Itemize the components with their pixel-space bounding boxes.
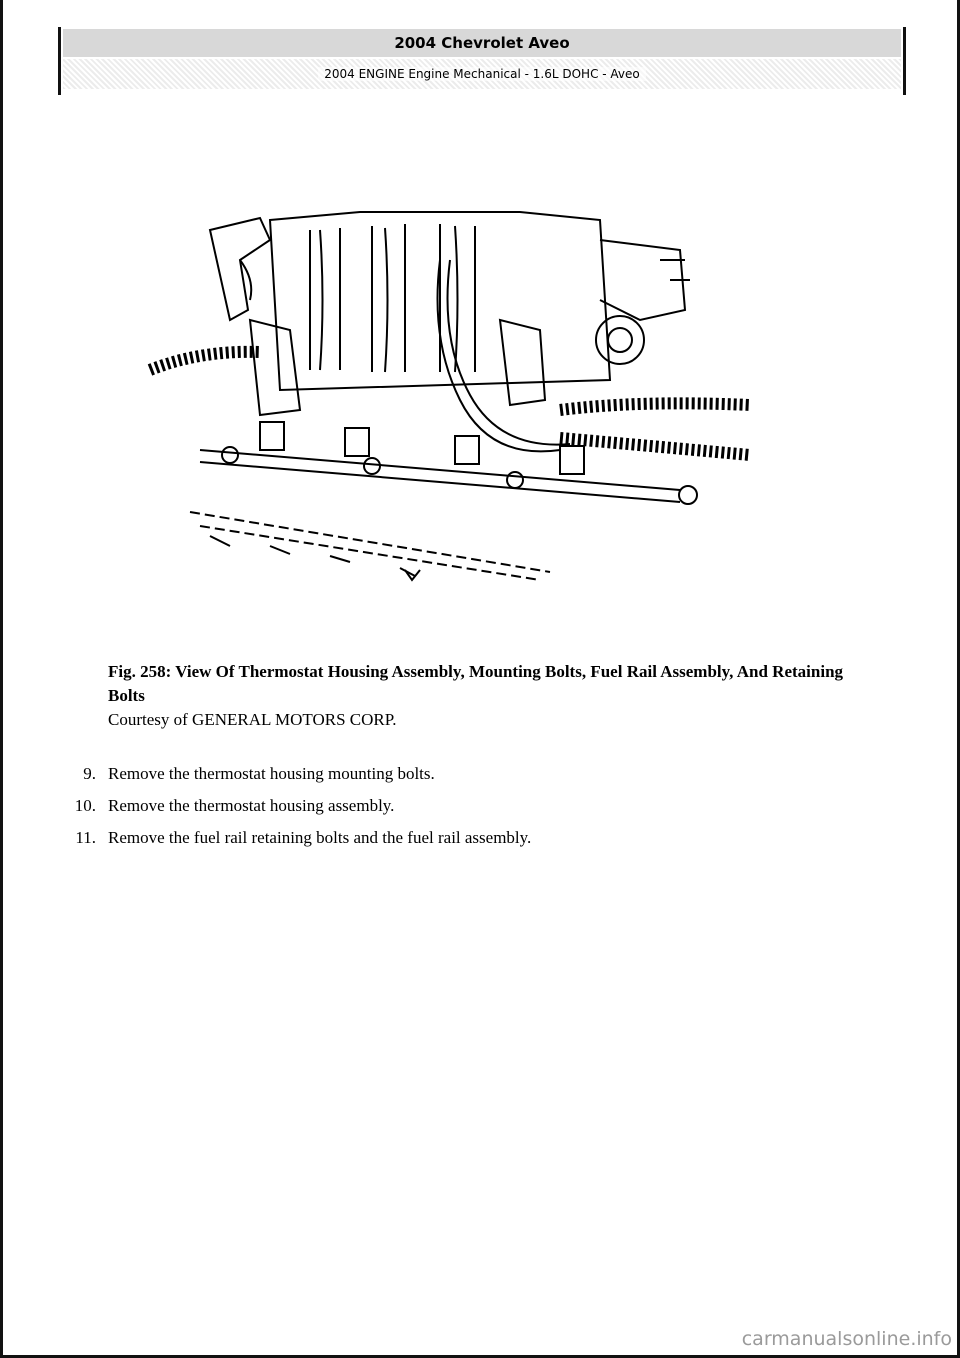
engine-illustration xyxy=(147,211,751,582)
step-text: Remove the thermostat housing mounting b… xyxy=(108,764,435,783)
document-header: 2004 Chevrolet Aveo 2004 ENGINE Engine M… xyxy=(58,27,906,95)
page-border-right xyxy=(957,0,960,1358)
caption-title: Fig. 258: View Of Thermostat Housing Ass… xyxy=(108,662,844,705)
header-title: 2004 Chevrolet Aveo xyxy=(63,29,901,57)
procedure-steps: 9. Remove the thermostat housing mountin… xyxy=(50,758,910,854)
step-item: 10. Remove the thermostat housing assemb… xyxy=(50,790,910,822)
step-number: 9. xyxy=(83,764,96,783)
step-item: 11. Remove the fuel rail retaining bolts… xyxy=(50,822,910,854)
header-subtitle-band: 2004 ENGINE Engine Mechanical - 1.6L DOH… xyxy=(63,59,901,89)
step-number: 11. xyxy=(75,828,96,847)
step-number: 10. xyxy=(74,796,96,815)
figure-caption: Fig. 258: View Of Thermostat Housing Ass… xyxy=(108,660,868,732)
page-border-bottom xyxy=(0,1355,960,1358)
step-item: 9. Remove the thermostat housing mountin… xyxy=(50,758,910,790)
step-text: Remove the thermostat housing assembly. xyxy=(108,796,395,815)
site-watermark: carmanualsonline.info xyxy=(741,1328,952,1350)
step-text: Remove the fuel rail retaining bolts and… xyxy=(108,828,532,847)
header-subtitle: 2004 ENGINE Engine Mechanical - 1.6L DOH… xyxy=(318,67,646,81)
caption-courtesy: Courtesy of GENERAL MOTORS CORP. xyxy=(108,710,397,729)
page-border-left xyxy=(0,0,3,1358)
